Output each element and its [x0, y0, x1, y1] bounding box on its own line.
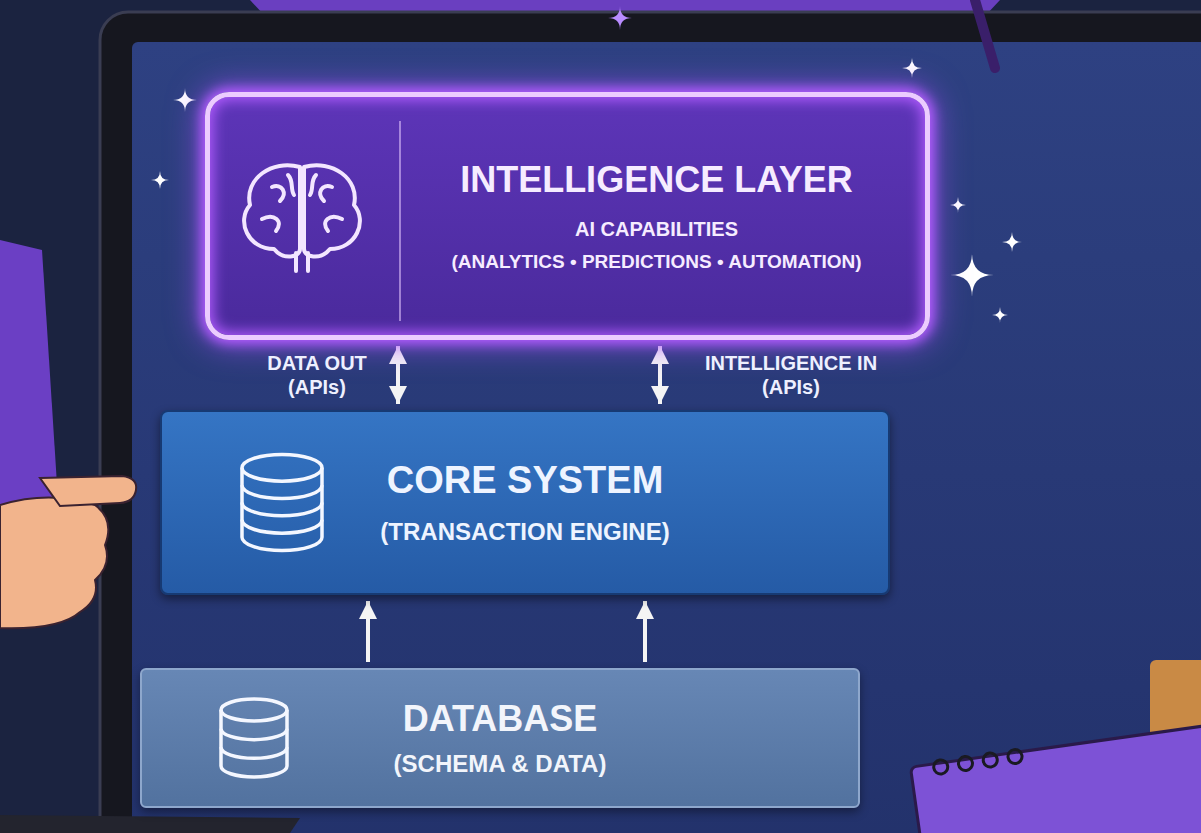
- pointing-hand: [0, 476, 136, 628]
- layer-title: INTELLIGENCE LAYER: [460, 158, 853, 201]
- layer-title: DATABASE: [403, 697, 598, 740]
- layer-subtitle: (ANALYTICS • PREDICTIONS • AUTOMATION): [451, 251, 861, 274]
- layer-box: INTELLIGENCE LAYER AI CAPABILITIES (ANALYT…: [205, 92, 930, 340]
- layer-box: DATABASE (SCHEMA & DATA): [140, 668, 860, 808]
- layer-subtitle: AI CAPABILITIES: [575, 217, 738, 241]
- layer-title: CORE SYSTEM: [387, 458, 664, 504]
- database-icon: [162, 412, 892, 597]
- laptop-screen: [132, 42, 1201, 833]
- brain-icon: [210, 97, 935, 345]
- layer-subtitle: (SCHEMA & DATA): [394, 750, 607, 779]
- data-arrow: [366, 601, 370, 662]
- laptop-bezel: [100, 12, 1201, 833]
- keyboard: [0, 815, 300, 833]
- edge-label: INTELLIGENCE IN (APIs): [676, 351, 906, 399]
- wand: [975, 0, 995, 68]
- data-arrow: [643, 601, 647, 662]
- sparkle: [608, 6, 632, 30]
- layer-box: CORE SYSTEM (TRANSACTION ENGINE): [160, 410, 890, 595]
- layer-subtitle: (TRANSACTION ENGINE): [380, 518, 669, 547]
- edge-label: DATA OUT (APIs): [252, 351, 382, 399]
- api-arrow: [658, 346, 662, 404]
- database-icon: [142, 670, 862, 810]
- api-arrow: [396, 346, 400, 404]
- notebook: [910, 720, 1201, 833]
